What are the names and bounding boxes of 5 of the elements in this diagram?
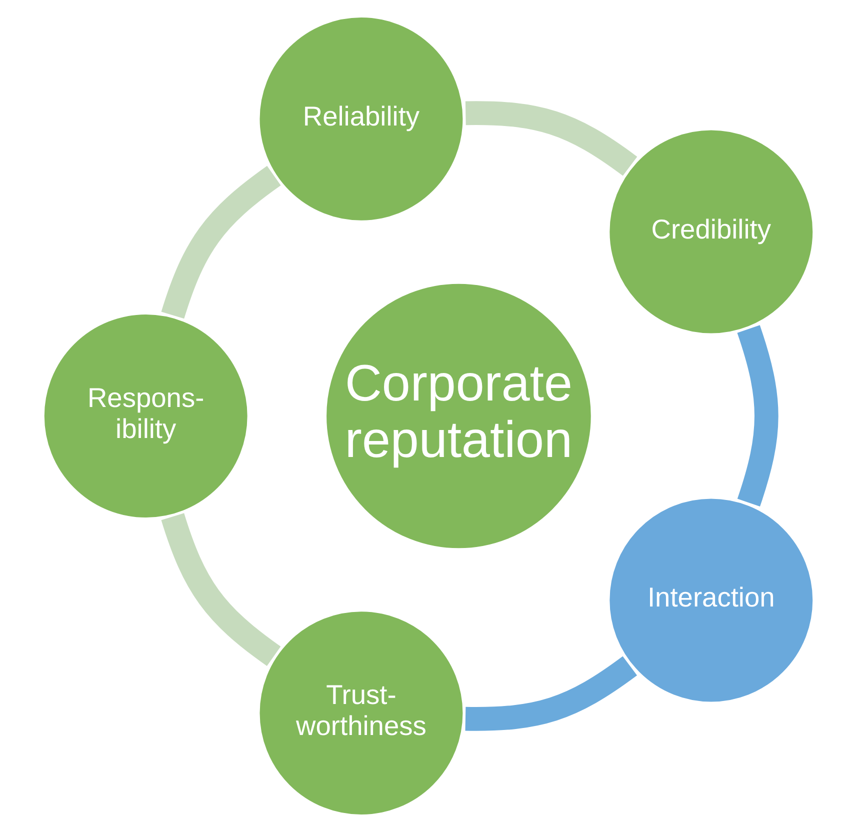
connector — [160, 512, 280, 666]
connector — [160, 166, 280, 319]
connector — [465, 101, 637, 176]
connector — [736, 325, 778, 506]
connector — [464, 656, 636, 731]
